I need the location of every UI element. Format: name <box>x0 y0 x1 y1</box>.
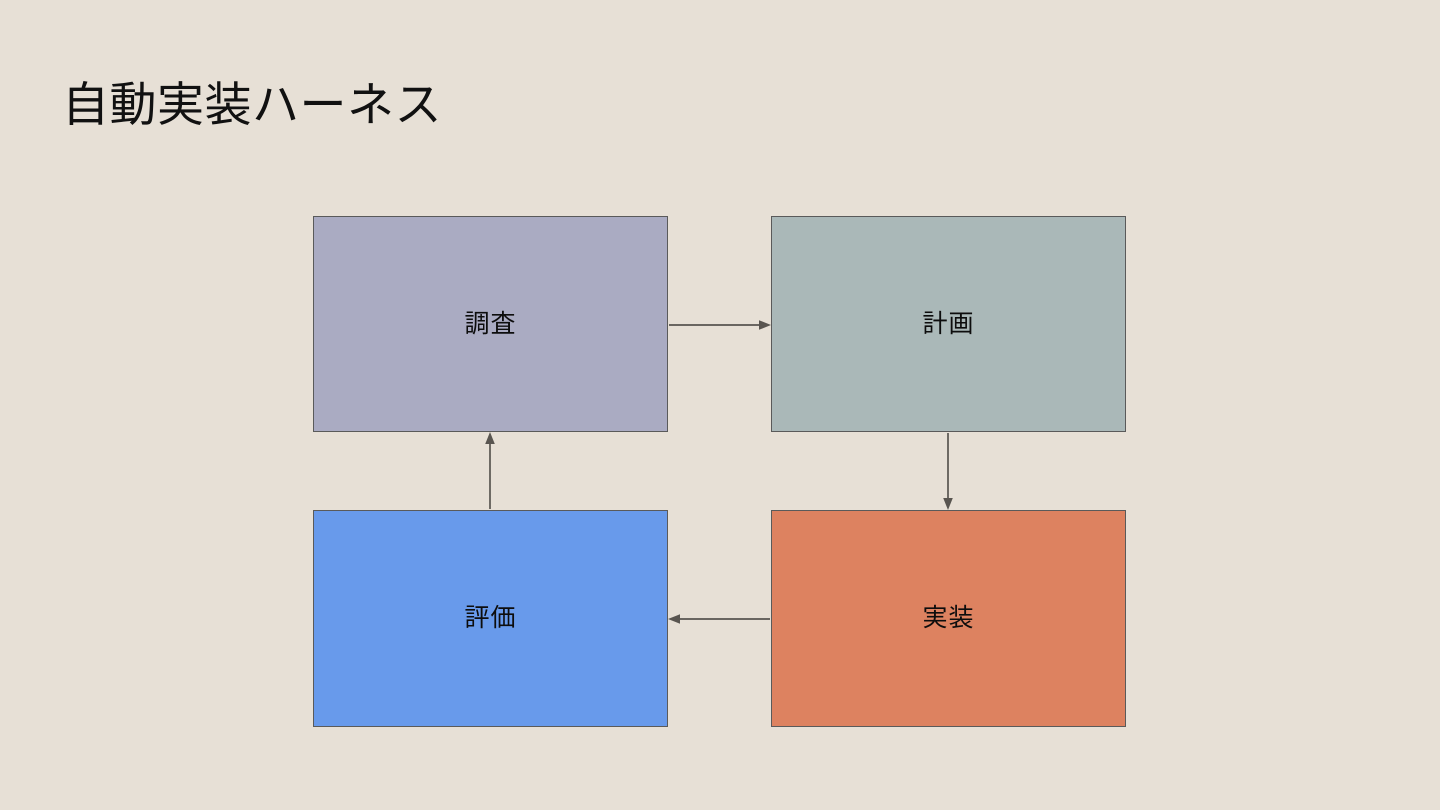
diagram-node-evaluate[interactable]: 評価 <box>313 510 668 727</box>
diagram-node-label: 評価 <box>464 604 517 632</box>
arrow-survey-to-plan <box>669 320 771 330</box>
arrow-implement-to-evaluate <box>668 614 770 624</box>
arrow-evaluate-to-survey <box>485 432 495 509</box>
diagram-node-label: 計画 <box>922 309 975 338</box>
diagram-node-implement[interactable]: 実装 <box>771 510 1126 727</box>
arrow-plan-to-implement <box>943 433 953 510</box>
diagram-node-survey[interactable]: 調査 <box>313 216 668 432</box>
diagram-node-label: 調査 <box>464 309 517 338</box>
page-title: 自動実装ハーネス <box>62 78 442 131</box>
diagram-node-plan[interactable]: 計画 <box>771 216 1126 432</box>
diagram-node-label: 実装 <box>922 604 975 632</box>
